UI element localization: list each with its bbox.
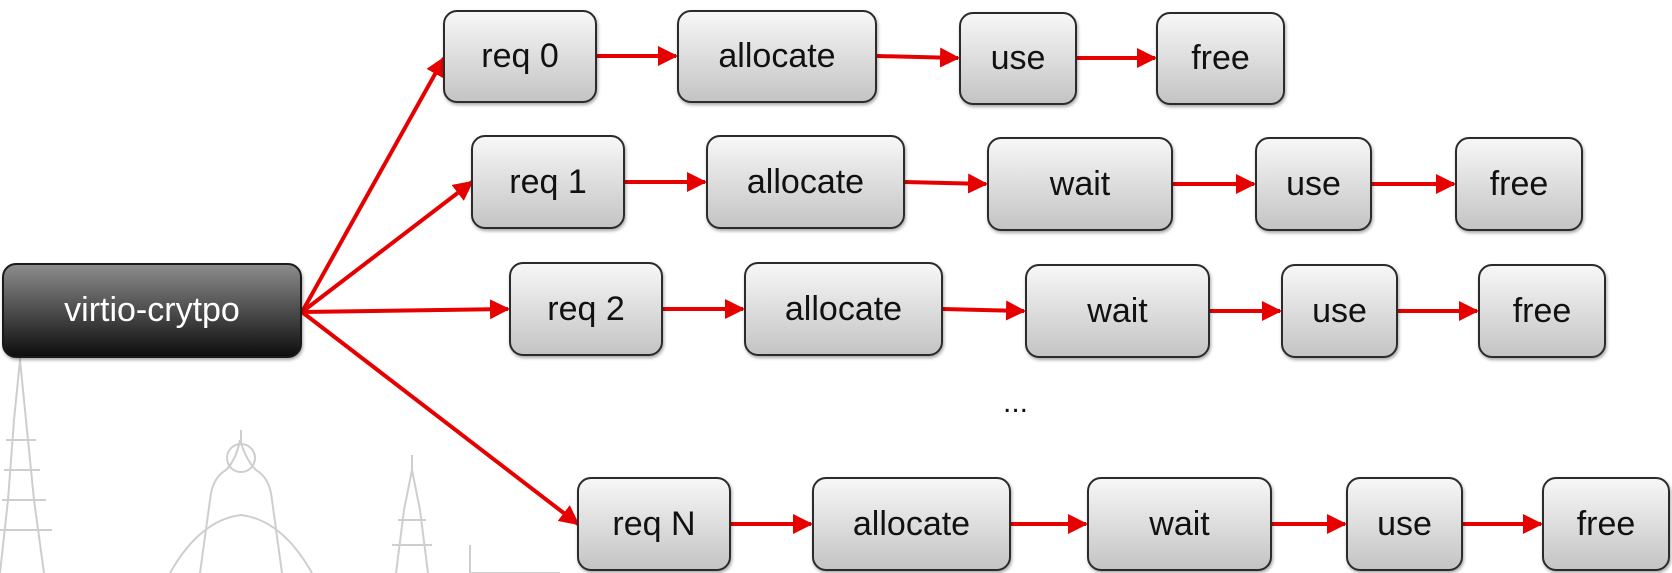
arrow-row1-2 [904,173,988,194]
node-label: req 0 [481,37,559,75]
node-label: wait [1049,164,1111,203]
node-label: use [1312,291,1367,330]
row2-wait-node: wait [1025,264,1210,358]
rowN-allocate-node: allocate [812,477,1011,571]
node-label: allocate [784,289,903,328]
arrow-row2-2 [942,300,1026,321]
node-label: allocate [718,37,836,75]
node-label: use [1286,164,1341,203]
rowN-req-node: req N [577,477,731,571]
node-label: req 2 [547,289,625,328]
rowN-free-node: free [1542,477,1670,571]
row1-allocate-node: allocate [706,135,905,229]
node-label: free [1191,39,1250,77]
row1-req-node: req 1 [471,135,625,229]
row2-allocate-node: allocate [744,262,943,356]
row1-free-node: free [1455,137,1583,231]
row0-use-node: use [959,12,1077,105]
row0-allocate-node: allocate [677,10,877,103]
node-label: use [990,39,1046,77]
row0-req-node: req 0 [443,10,597,103]
node-label: free [1512,291,1572,330]
arrow-root-to-reqN [300,310,580,526]
row1-use-node: use [1255,137,1372,231]
node-label: allocate [852,504,971,543]
node-label: use [1377,504,1432,543]
arrow-root-to-req2 [301,299,510,320]
node-label: req 1 [509,162,587,201]
row1-wait-node: wait [987,137,1173,231]
root-node-virtio-crypto: virtio-crytpo [2,263,302,358]
row2-use-node: use [1281,264,1398,358]
node-label: req N [612,504,696,543]
node-label: free [1489,164,1549,203]
root-node-label: virtio-crytpo [64,291,240,329]
node-label: wait [1087,291,1148,330]
ellipsis-more-rows: ... [1003,386,1029,419]
row2-req-node: req 2 [509,262,663,356]
row2-free-node: free [1478,264,1606,358]
node-label: free [1576,504,1636,543]
row0-free-node: free [1156,12,1285,105]
node-label: allocate [746,162,865,201]
rowN-wait-node: wait [1087,477,1272,571]
arrow-root-to-req1 [300,180,474,314]
node-label: wait [1149,504,1210,543]
rowN-use-node: use [1346,477,1463,571]
arrow-row0-2 [876,47,960,68]
arrow-root-to-req0 [300,56,446,313]
